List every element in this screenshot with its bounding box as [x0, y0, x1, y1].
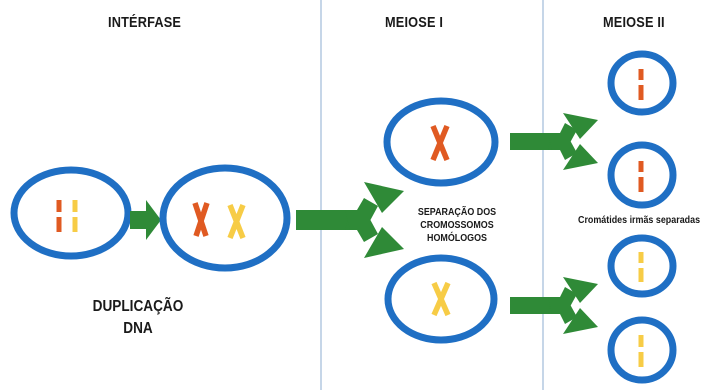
caption-duplication-line2: DNA — [123, 320, 153, 337]
cell-meiosis1-bottom — [384, 254, 498, 344]
caption-separation-line2: CROMOSSOMOS — [420, 219, 494, 231]
caption-separation-line3: HOMÓLOGOS — [426, 232, 488, 244]
chromosome-yellow-duplicated — [227, 203, 246, 240]
fork-arrow-icon — [296, 182, 404, 258]
cell-interphase-duplicated — [159, 164, 291, 272]
fork-arrow-icon — [510, 113, 598, 170]
cell-circle-icon — [607, 50, 677, 116]
phase-title-meiosis1: MEIOSE I — [385, 14, 444, 31]
cell-interphase-1 — [10, 166, 132, 260]
fork-arrow-icon — [510, 277, 598, 334]
caption-separation-line1: SEPARAÇÃO DOS — [417, 206, 497, 218]
phase-title-interphase: INTÉRFASE — [108, 14, 182, 31]
cell-meiosis2-4 — [607, 316, 677, 384]
caption-duplication-line1: DUPLICAÇÃO — [92, 298, 184, 315]
cell-meiosis2-1 — [607, 50, 677, 116]
phase-title-meiosis2: MEIOSE II — [603, 14, 665, 31]
cell-meiosis2-2 — [607, 141, 677, 209]
caption-homolog-separation: SEPARAÇÃO DOS CROMOSSOMOS HOMÓLOGOS — [410, 206, 504, 245]
cell-circle-icon — [159, 164, 291, 272]
cell-meiosis2-3 — [607, 234, 677, 298]
chromosome-orange-duplicated — [192, 202, 210, 237]
cell-circle-icon — [10, 166, 132, 260]
cell-meiosis1-top — [383, 97, 499, 187]
cell-circle-icon — [607, 316, 677, 384]
caption-sister-chromatids: Cromátides irmãs separadas — [578, 214, 701, 226]
chromosome-yellow-duplicated — [431, 281, 451, 317]
cell-circle-icon — [607, 141, 677, 209]
caption-duplication: DUPLICAÇÃO DNA — [87, 296, 189, 340]
chromosome-orange-duplicated — [430, 124, 450, 162]
right-arrow-icon — [130, 200, 161, 240]
cell-circle-icon — [607, 234, 677, 298]
